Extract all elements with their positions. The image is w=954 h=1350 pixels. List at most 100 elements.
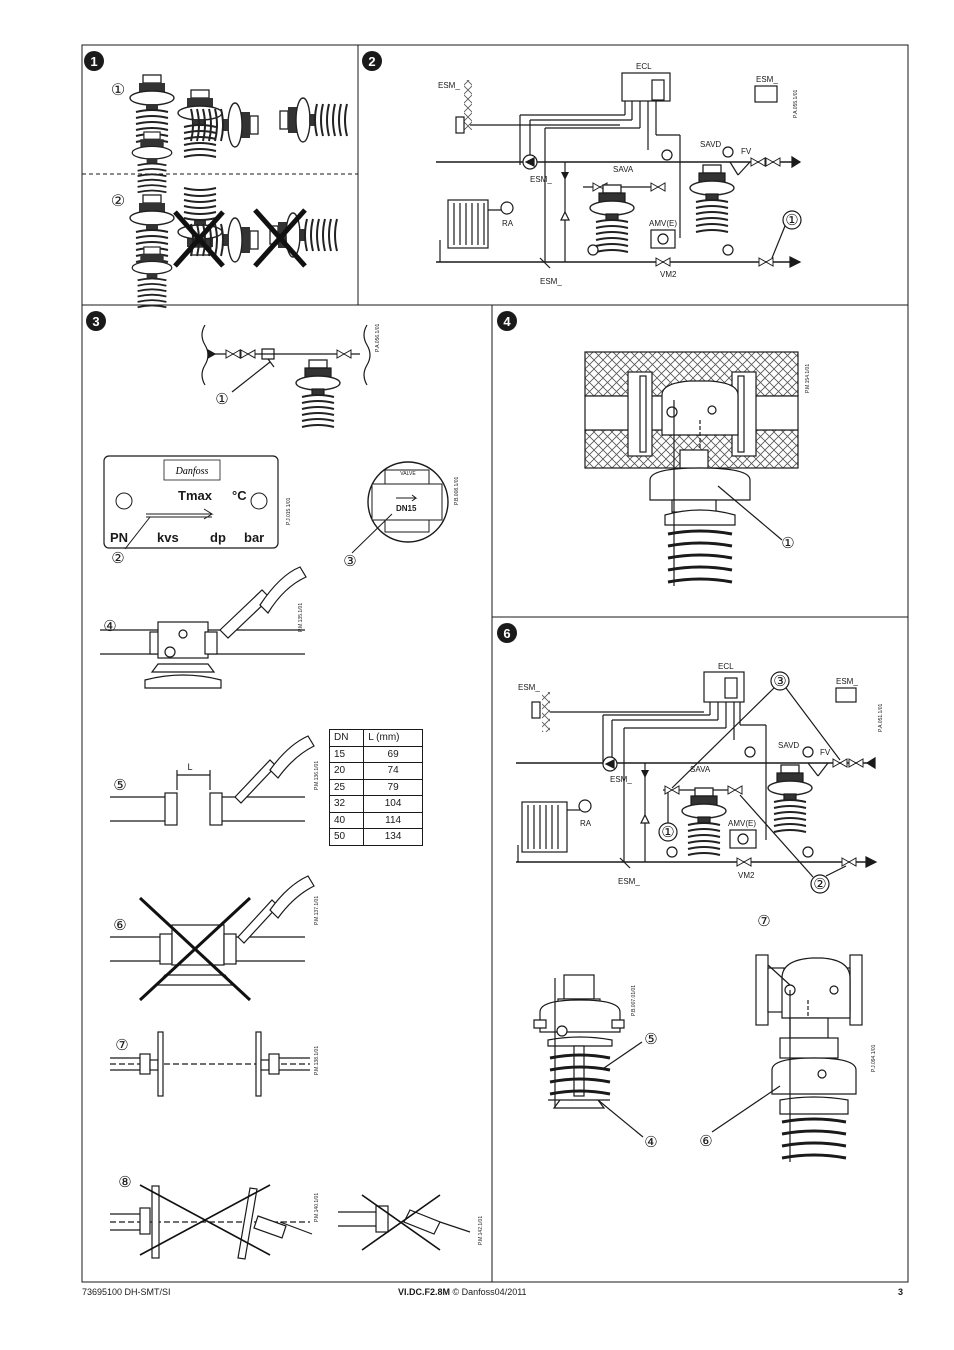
svg-text:P.M.136.1/01: P.M.136.1/01 xyxy=(314,761,320,790)
callout-1: ① xyxy=(781,535,794,552)
svg-text:4: 4 xyxy=(503,314,511,329)
svg-text:FV: FV xyxy=(741,147,752,156)
svg-text:P.J.015.1/01: P.J.015.1/01 xyxy=(286,497,292,525)
svg-text:°C: °C xyxy=(232,488,247,503)
svg-text:FV: FV xyxy=(820,748,831,757)
section-badge-3: 3 xyxy=(86,311,106,331)
section-badge-1: 1 xyxy=(84,51,104,71)
svg-text:P.M.137.1/01: P.M.137.1/01 xyxy=(314,896,320,925)
svg-text:Tmax: Tmax xyxy=(178,488,213,503)
svg-text:AMV(E): AMV(E) xyxy=(728,819,756,828)
step-5-length xyxy=(110,735,315,826)
callout-4: ④ xyxy=(103,618,116,635)
svg-text:①: ① xyxy=(785,212,798,229)
section-badge-2: 2 xyxy=(362,51,382,71)
svg-text:2: 2 xyxy=(368,54,375,69)
callout-6: ⑥ xyxy=(113,917,126,934)
brand-logo: Danfoss xyxy=(175,466,209,477)
svg-text:DN15: DN15 xyxy=(396,504,417,513)
svg-text:bar: bar xyxy=(244,530,264,545)
callout-2: ② xyxy=(813,876,826,893)
svg-text:ECL: ECL xyxy=(636,62,652,71)
svg-text:RA: RA xyxy=(502,219,514,228)
callout-6: ⑥ xyxy=(699,1133,712,1150)
table-header: L (mm) xyxy=(363,729,423,747)
svg-text:P.A.056.1/01: P.A.056.1/01 xyxy=(375,324,381,352)
callout-7: ⑦ xyxy=(757,913,770,930)
section-badge-4: 4 xyxy=(497,311,517,331)
svg-text:kvs: kvs xyxy=(157,530,179,545)
dn15-detail: VALVE DN15 xyxy=(351,461,449,554)
svg-text:P.B.008.1/01: P.B.008.1/01 xyxy=(454,477,460,505)
section-6-labels: ESM_ ECL ESM_ ESM_ RA SAVA SAVD FV AMV(E… xyxy=(518,662,884,893)
svg-text:ESM_: ESM_ xyxy=(836,677,858,686)
table-header: DN xyxy=(328,729,365,747)
forbidden-cross xyxy=(138,896,252,1002)
callout-3: ③ xyxy=(773,673,786,690)
svg-text:ESM_: ESM_ xyxy=(530,175,552,184)
svg-text:ESM_: ESM_ xyxy=(540,277,562,286)
section-4-insulation xyxy=(584,351,799,586)
svg-text:L: L xyxy=(187,762,192,772)
callout-1: ① xyxy=(661,824,674,841)
svg-text:P.M.140.1/01: P.M.140.1/01 xyxy=(314,1193,320,1222)
svg-text:VM2: VM2 xyxy=(738,871,755,880)
footer-copyright: © Danfoss04/2011 xyxy=(452,1287,527,1297)
step-6-no-weld xyxy=(110,875,315,986)
svg-text:SAVA: SAVA xyxy=(690,765,711,774)
svg-text:SAVD: SAVD xyxy=(778,741,799,750)
section-badge-6: 6 xyxy=(497,623,517,643)
svg-text:P.J.094.1/01: P.J.094.1/01 xyxy=(871,1044,877,1072)
svg-text:6: 6 xyxy=(503,626,510,641)
svg-text:P.B.007.01/01: P.B.007.01/01 xyxy=(631,985,637,1016)
callout-8: ⑧ xyxy=(118,1174,131,1191)
step-8-misalignment xyxy=(110,1185,471,1260)
svg-text:ECL: ECL xyxy=(718,662,734,671)
svg-text:PN: PN xyxy=(110,530,128,545)
footer-doc-code: 73695100 DH-SMT/SI xyxy=(82,1287,171,1297)
svg-text:3: 3 xyxy=(92,314,99,329)
page-number: 3 xyxy=(898,1287,904,1297)
section-1-orientation-ok: ① xyxy=(111,74,348,194)
callout-2: ② xyxy=(111,550,124,567)
callout-1: ① xyxy=(215,391,228,408)
footer-reference: VI.DC.F2.8M © Danfoss04/2011 xyxy=(398,1287,527,1297)
callout-3: ③ xyxy=(343,553,356,570)
callout-4: ④ xyxy=(644,1134,657,1151)
section-2-labels: ESM_ ECL ESM_ ESM_ RA SAVA SAVD FV AMV(E… xyxy=(438,62,799,286)
svg-text:ESM_: ESM_ xyxy=(618,877,640,886)
section-6-schematic xyxy=(516,671,878,894)
callout-5: ⑤ xyxy=(113,777,126,794)
svg-text:ESM_: ESM_ xyxy=(756,75,778,84)
svg-text:P.A.055.1/01: P.A.055.1/01 xyxy=(793,90,799,118)
page-frame xyxy=(81,44,909,1283)
section-3-pipe-strainer xyxy=(201,324,371,428)
step-7-flanges xyxy=(110,1031,310,1097)
callout-1: ① xyxy=(111,82,125,99)
svg-text:ESM_: ESM_ xyxy=(518,683,540,692)
svg-text:ESM_: ESM_ xyxy=(438,81,460,90)
svg-text:RA: RA xyxy=(580,819,592,828)
svg-text:P.M.138.1/01: P.M.138.1/01 xyxy=(314,1046,320,1075)
footer-ref-code: VI.DC.F2.8M xyxy=(398,1287,451,1297)
nameplate: Danfoss Tmax °C PN kvs dp bar xyxy=(103,455,279,550)
callout-2: ② xyxy=(111,193,125,210)
svg-text:VM2: VM2 xyxy=(660,270,677,279)
svg-text:P.M.154.1/01: P.M.154.1/01 xyxy=(805,364,811,393)
svg-text:dp: dp xyxy=(210,530,226,545)
svg-text:AMV(E): AMV(E) xyxy=(649,219,677,228)
section-2-schematic xyxy=(436,72,802,269)
svg-text:P.A.051.1/01: P.A.051.1/01 xyxy=(878,704,884,732)
svg-text:SAVA: SAVA xyxy=(613,165,634,174)
svg-text:P.M.142.1/01: P.M.142.1/01 xyxy=(478,1216,484,1245)
section-6-valve-detail xyxy=(711,954,863,1162)
step-4-weld xyxy=(100,566,307,689)
svg-text:VALVE: VALVE xyxy=(400,471,416,477)
